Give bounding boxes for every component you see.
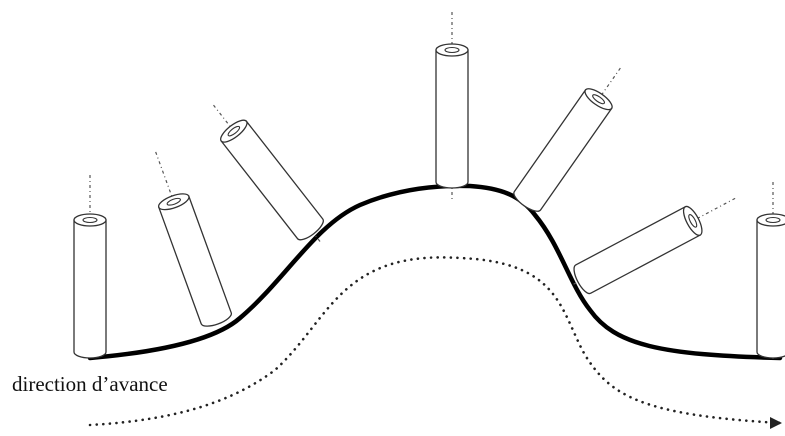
cutting-tool-1 [73, 175, 107, 360]
cutting-tool-7 [756, 182, 785, 360]
cutting-tool-5 [513, 67, 621, 212]
cutting-tool-2 [155, 151, 232, 327]
feed-direction-arrowhead [770, 417, 782, 429]
feed-direction-label: direction d’avance [12, 372, 168, 396]
workpiece-surface-curve [87, 183, 783, 361]
cutting-tool-6 [571, 197, 736, 295]
cutting-tool-3 [213, 104, 324, 244]
cutting-tool-4 [435, 12, 469, 200]
